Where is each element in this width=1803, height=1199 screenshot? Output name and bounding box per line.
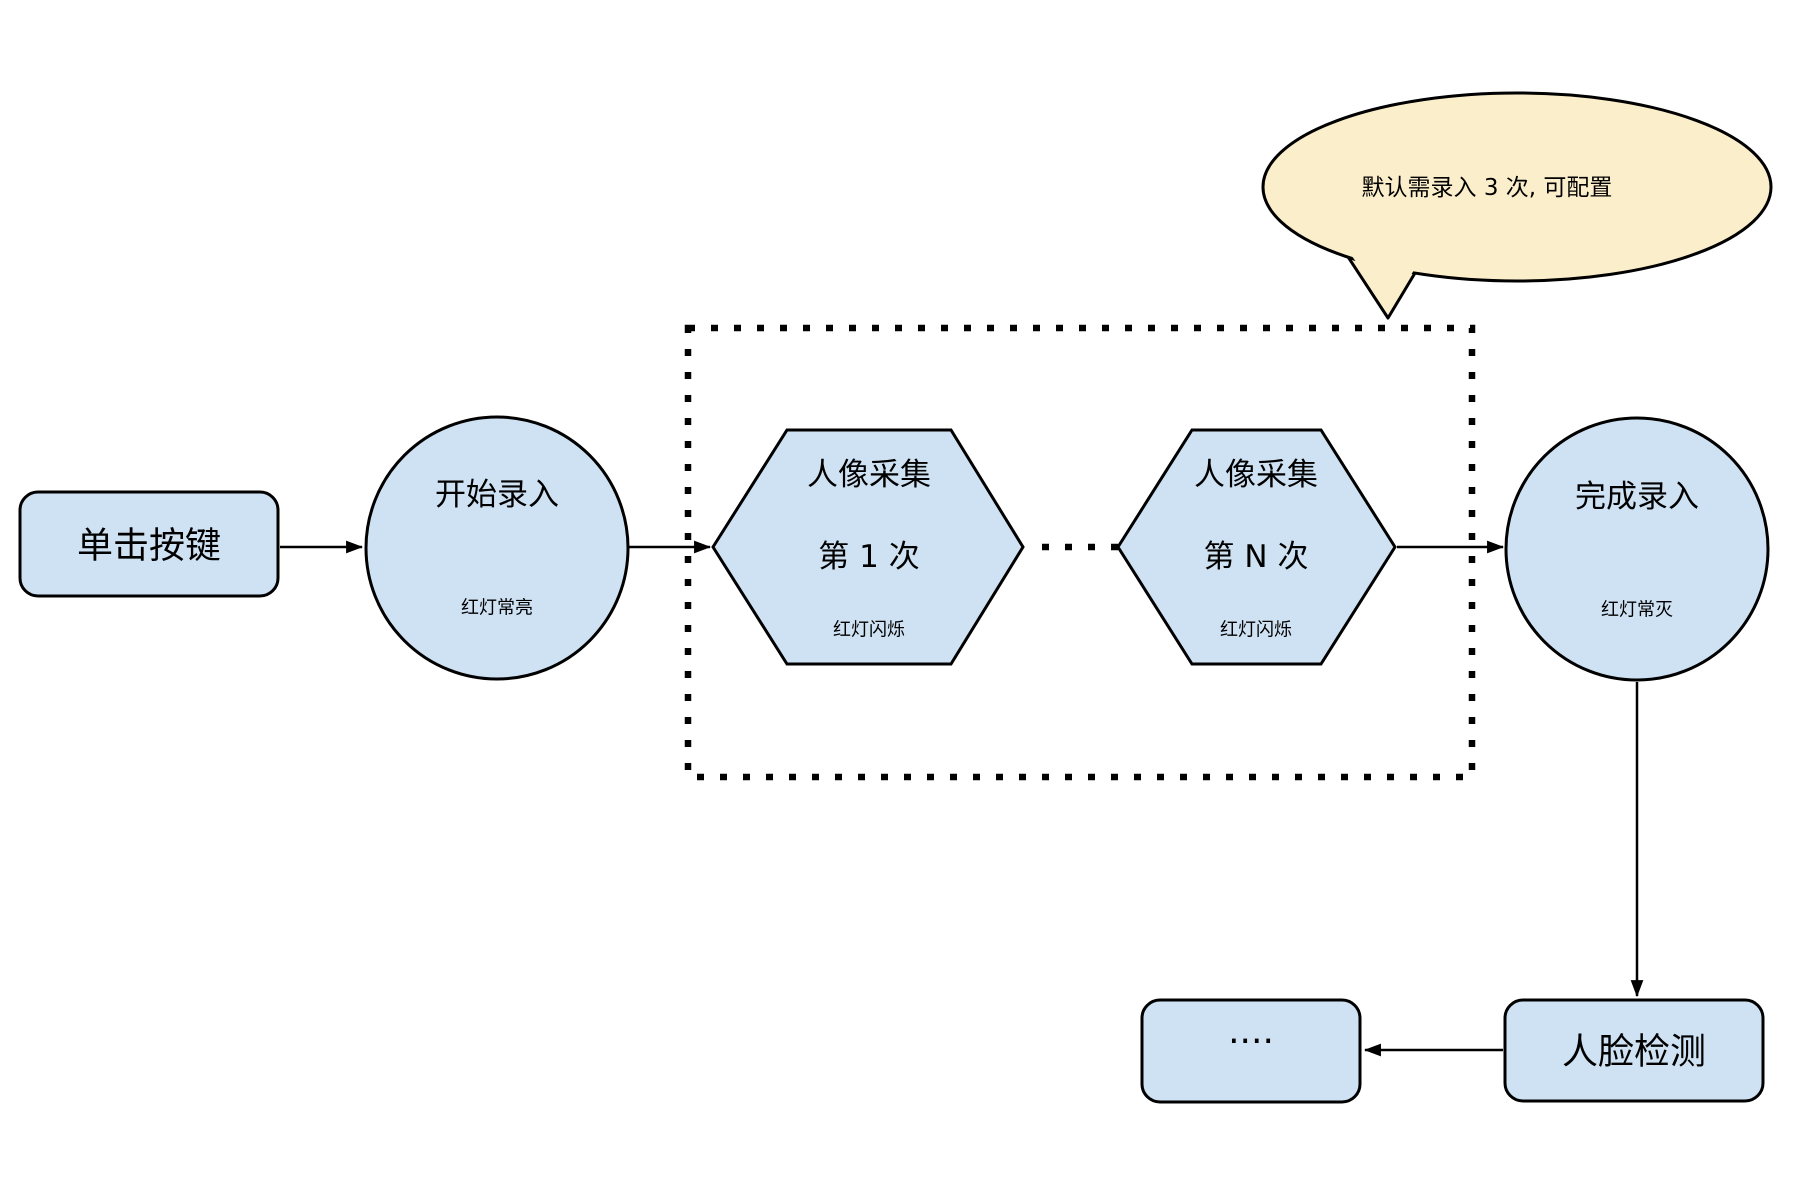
capture-nth-step: 第 N 次	[1204, 539, 1309, 575]
finish-enroll-shape	[1504, 416, 1770, 682]
node-capture-nth: 人像采集 第 N 次 红灯闪烁	[1116, 428, 1397, 666]
capture-first-subtitle: 红灯闪烁	[833, 620, 905, 641]
node-start-enroll: 开始录入 红灯常亮	[364, 415, 630, 681]
capture-first-step: 第 1 次	[818, 539, 919, 575]
callout-tail-mask	[1342, 242, 1426, 310]
finish-enroll-subtitle: 红灯常灭	[1601, 600, 1673, 621]
click-button-label: 单击按键	[77, 526, 221, 567]
callout-bubble: 默认需录入 3 次, 可配置	[1261, 91, 1773, 320]
start-enroll-shape	[364, 415, 630, 681]
face-detect-label: 人脸检测	[1562, 1032, 1706, 1073]
callout-ellipse	[1261, 91, 1773, 283]
ellipsis-label: ....	[1228, 1011, 1274, 1052]
start-enroll-title: 开始录入	[435, 477, 559, 513]
node-ellipsis: ....	[1140, 998, 1362, 1104]
node-face-detect: 人脸检测	[1503, 998, 1765, 1103]
start-enroll-subtitle: 红灯常亮	[461, 598, 533, 619]
capture-first-title: 人像采集	[807, 457, 931, 493]
repeat-group-dotted-border	[684, 324, 1476, 781]
node-finish-enroll: 完成录入 红灯常灭	[1504, 416, 1770, 682]
capture-first-shape	[711, 428, 1025, 666]
node-capture-first: 人像采集 第 1 次 红灯闪烁	[711, 428, 1025, 666]
capture-nth-shape	[1116, 428, 1397, 666]
click-button-shape	[18, 490, 280, 598]
face-detect-shape	[1503, 998, 1765, 1103]
capture-nth-title: 人像采集	[1194, 457, 1318, 493]
capture-nth-subtitle: 红灯闪烁	[1220, 620, 1292, 641]
finish-enroll-title: 完成录入	[1575, 479, 1699, 515]
callout-text: 默认需录入 3 次, 可配置	[1362, 175, 1613, 201]
node-click-button: 单击按键	[18, 490, 280, 598]
ellipsis-shape	[1140, 998, 1362, 1104]
